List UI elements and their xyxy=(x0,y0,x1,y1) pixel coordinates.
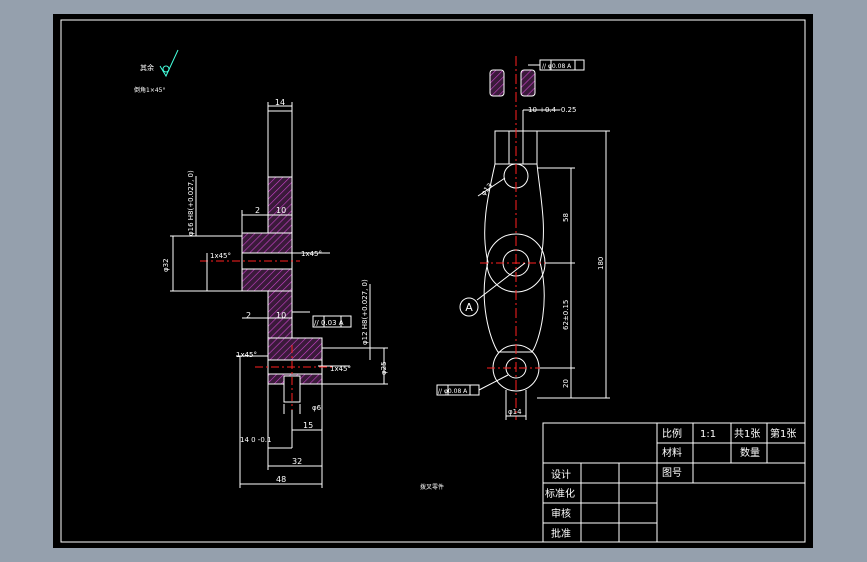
title-block xyxy=(542,422,806,543)
dim-2-upper: 2 xyxy=(255,206,260,215)
sheet-background xyxy=(53,14,813,548)
tb-design: 设计 xyxy=(551,468,571,481)
dim-chamfer-lower-right: 1x45° xyxy=(330,365,351,373)
tb-quantity-label: 数量 xyxy=(740,446,760,459)
dim-2-lower: 2 xyxy=(246,311,251,320)
tb-review: 审核 xyxy=(551,507,571,520)
fork-body-outline xyxy=(483,163,545,353)
center-label: 拨叉零件 xyxy=(420,483,444,491)
dim-10-lower: 10 xyxy=(276,311,286,320)
tb-sheet-no: 第1张 xyxy=(770,427,796,440)
slot-pad-right xyxy=(520,69,536,97)
dim-bore-upper: φ16 H8(+0.027, 0) xyxy=(187,170,195,236)
middle-shank xyxy=(267,290,293,339)
dim-dia-25: φ25 xyxy=(380,361,388,375)
dim-62: 62±0.15 xyxy=(562,300,570,330)
tb-standard: 标准化 xyxy=(545,487,575,500)
front-view xyxy=(436,56,610,420)
tb-scale-label: 比例 xyxy=(662,427,682,440)
dim-180: 180 xyxy=(597,257,605,270)
parallel-box-side xyxy=(312,315,352,328)
dim-dia-14: φ14 xyxy=(508,408,522,416)
dim-chamfer-lower-left: 1x45° xyxy=(236,351,257,359)
dim-chamfer-right: 1x45° xyxy=(301,250,322,258)
tb-approve: 批准 xyxy=(551,527,571,540)
dim-slot-width: 10 +0.4 -0.25 xyxy=(528,106,576,114)
dim-bore-lower: φ12 H8(+0.027, 0) xyxy=(361,279,369,345)
dim-48: 48 xyxy=(276,475,286,484)
surface-label: 其余 xyxy=(140,63,154,72)
datum-a-label: A xyxy=(465,301,473,314)
tb-scale-value: 1:1 xyxy=(700,429,716,440)
parallel-note-top: // φ0.08 A xyxy=(542,63,572,70)
slot-pad-left xyxy=(489,69,505,97)
tb-drawing-no-label: 图号 xyxy=(662,467,682,479)
tb-material-label: 材料 xyxy=(662,446,682,459)
dim-58: 58 xyxy=(562,213,570,222)
dim-dia-32: φ32 xyxy=(162,258,170,272)
upper-section-hatch xyxy=(267,176,293,234)
tb-total-sheets: 共1张 xyxy=(734,428,760,440)
dim-15: 15 xyxy=(303,421,313,430)
side-view xyxy=(170,102,388,488)
drawing-border xyxy=(60,19,806,543)
surface-note: 倒角1×45° xyxy=(134,86,165,94)
dim-32: 32 xyxy=(292,457,302,466)
datum-a-bubble xyxy=(459,297,479,317)
dim-10-upper: 10 xyxy=(276,206,286,215)
parallel-note-side: // 0.03 A xyxy=(314,319,344,327)
dim-20: 20 xyxy=(562,379,570,388)
parallel-note-bottom: // φ0.08 A xyxy=(438,388,468,395)
dim-14: 14 xyxy=(275,98,285,107)
parallel-box-bottom xyxy=(436,384,480,396)
dim-chamfer-left: 1x45° xyxy=(210,252,231,260)
dim-dia-6: φ6 xyxy=(312,404,322,412)
roughness-symbol xyxy=(159,49,179,78)
dim-14-tol: 14 0 -0.1 xyxy=(240,436,271,444)
